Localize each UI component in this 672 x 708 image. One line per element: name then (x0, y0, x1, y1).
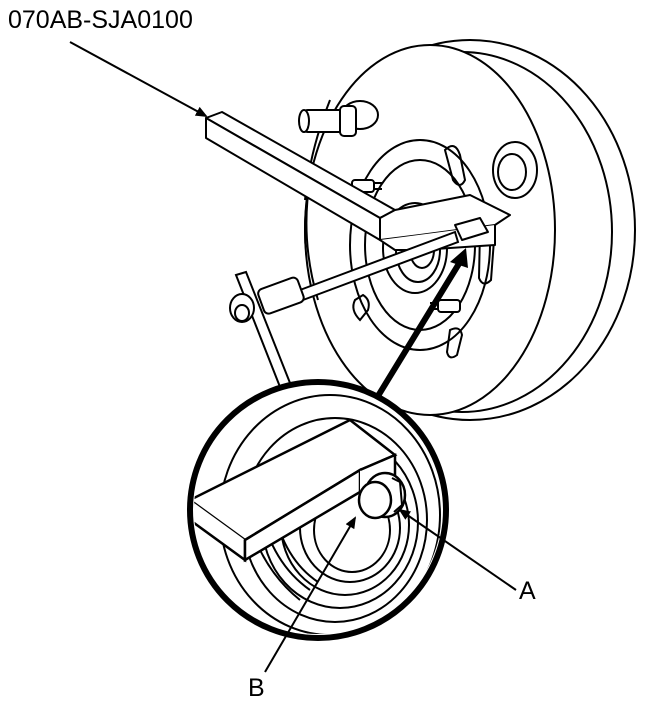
gauge-rod (229, 230, 460, 394)
tool-leader-arrow (69, 41, 208, 117)
callout-b-line (264, 516, 357, 673)
vacuum-fitting (298, 100, 379, 137)
detail-view (187, 379, 449, 641)
callout-a-label: A (519, 577, 536, 605)
tool-part-number-label: 070AB-SJA0100 (8, 6, 193, 34)
special-tool (205, 111, 511, 251)
callout-a-line (398, 508, 517, 591)
detail-leader-arrow (375, 248, 468, 398)
callout-b-label: B (248, 674, 265, 702)
